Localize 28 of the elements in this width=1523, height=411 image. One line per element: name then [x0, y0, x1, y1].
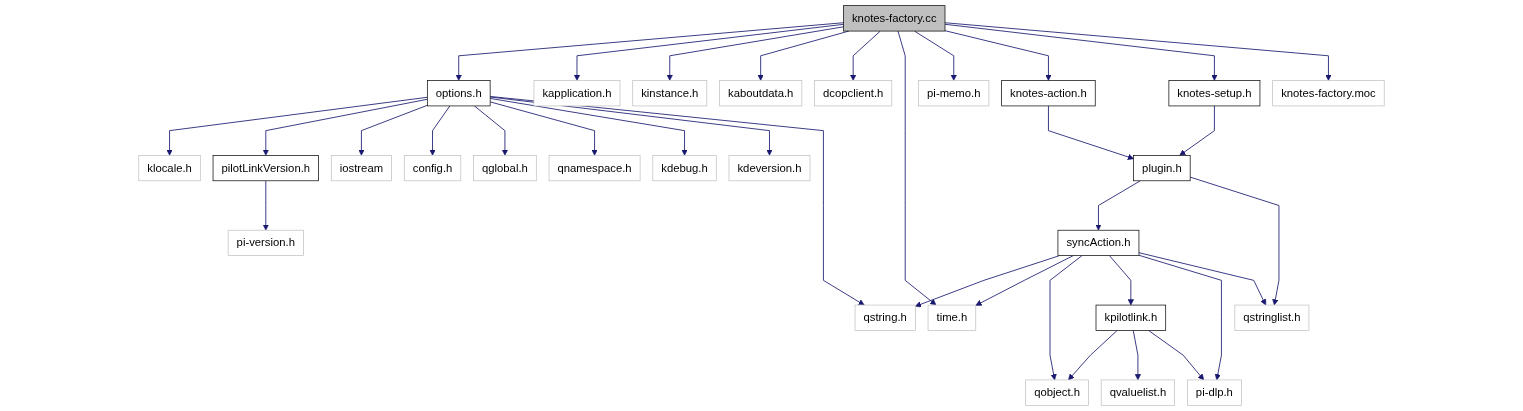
- node-box: knotes-action.h: [1001, 80, 1096, 107]
- node-box: pi-memo.h: [918, 80, 990, 107]
- node-box: kpilotlink.h: [1095, 304, 1167, 331]
- node-box: knotes-setup.h: [1168, 80, 1261, 107]
- node-box: knotes-factory.cc: [843, 5, 946, 32]
- node-box: qnamespace.h: [548, 155, 641, 182]
- node-box: qobject.h: [1025, 379, 1089, 406]
- node-box: klocale.h: [138, 155, 201, 182]
- node-box: iostream: [330, 155, 392, 182]
- node-box: pi-version.h: [227, 229, 304, 256]
- node-box: knotes-factory.moc: [1272, 80, 1385, 107]
- node-box: kdebug.h: [652, 155, 717, 182]
- node-box: pilotLinkVersion.h: [212, 155, 319, 182]
- node-box: kinstance.h: [632, 80, 708, 107]
- node-box: pi-dlp.h: [1187, 379, 1242, 406]
- node-box: qstringlist.h: [1234, 304, 1310, 331]
- node-box: plugin.h: [1133, 155, 1191, 182]
- node-box: kdeversion.h: [728, 155, 811, 182]
- node-box: qvaluelist.h: [1100, 379, 1175, 406]
- node-box: qglobal.h: [473, 155, 537, 182]
- node-box: kaboutdata.h: [719, 80, 803, 107]
- node-box: qstring.h: [854, 304, 916, 331]
- node-box: syncAction.h: [1057, 229, 1140, 256]
- node-box: dcopclient.h: [814, 80, 893, 107]
- node-box: kapplication.h: [533, 80, 621, 107]
- node-box: time.h: [927, 304, 977, 331]
- node-box: config.h: [403, 155, 462, 182]
- node-box: options.h: [426, 80, 491, 107]
